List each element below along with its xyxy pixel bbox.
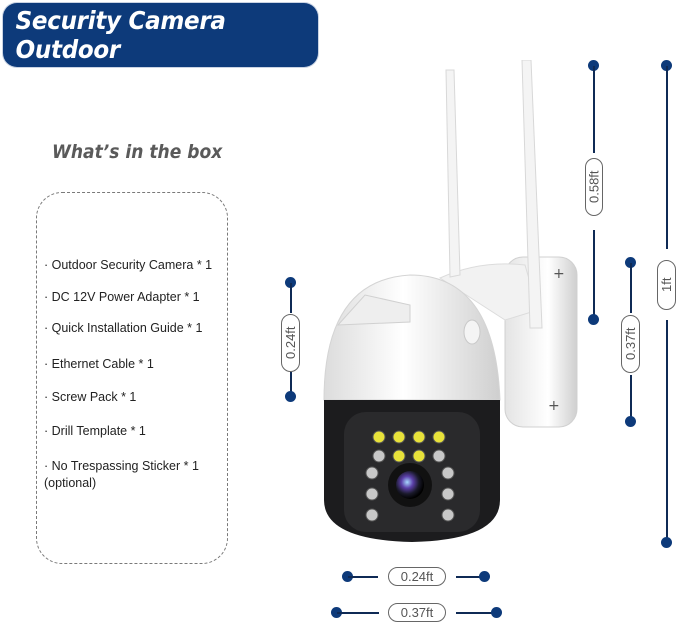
dimension-line: [348, 576, 378, 578]
dimension-dot: [625, 416, 636, 427]
list-item: · Quick Installation Guide * 1: [44, 321, 203, 335]
dimension-line: [290, 283, 292, 313]
dimension-line: [337, 612, 379, 614]
list-item: · DC 12V Power Adapter * 1: [44, 290, 200, 304]
dimension-label-total: 1ft: [657, 260, 676, 310]
dimension-dot: [342, 571, 353, 582]
list-item: · No Trespassing Sticker * 1 (optional): [44, 459, 199, 490]
svg-text:+: +: [548, 398, 560, 414]
box-contents-frame: [36, 192, 228, 564]
dimension-dot: [491, 607, 502, 618]
dimension-line: [290, 372, 292, 394]
dimension-label-antenna: 0.58ft: [585, 158, 603, 216]
list-item: · Ethernet Cable * 1: [44, 357, 154, 371]
svg-text:+: +: [553, 266, 565, 282]
ptz-dome-camera-icon: + +: [323, 60, 578, 542]
dimension-dot: [661, 537, 672, 548]
box-heading: What’s in the box: [52, 141, 223, 163]
dimension-label-mount: 0.37ft: [621, 315, 640, 373]
dimension-line: [593, 230, 595, 318]
dimension-dot: [285, 277, 296, 288]
dimension-dot: [331, 607, 342, 618]
dimension-line: [456, 576, 482, 578]
dimension-dot: [625, 257, 636, 268]
dimension-line: [630, 375, 632, 420]
dimension-line: [456, 612, 494, 614]
list-item: · Outdoor Security Camera * 1: [44, 258, 213, 272]
dimension-label-base-width: 0.37ft: [388, 603, 446, 622]
dimension-dot: [661, 60, 672, 71]
dimension-dot: [588, 60, 599, 71]
dimension-line: [666, 66, 668, 249]
dimension-line: [593, 66, 595, 153]
dimension-label-lens-width: 0.24ft: [388, 567, 446, 586]
list-item: · Drill Template * 1: [44, 424, 146, 438]
page-title: Security Camera Outdoor: [15, 6, 226, 64]
dimension-line: [630, 263, 632, 313]
list-item: · Screw Pack * 1: [44, 390, 137, 404]
dimension-label-dome: 0.24ft: [281, 314, 300, 372]
dimension-dot: [479, 571, 490, 582]
dimension-dot: [285, 391, 296, 402]
dimension-dot: [588, 314, 599, 325]
title-banner: Security Camera Outdoor: [3, 3, 318, 67]
dimension-line: [666, 320, 668, 542]
